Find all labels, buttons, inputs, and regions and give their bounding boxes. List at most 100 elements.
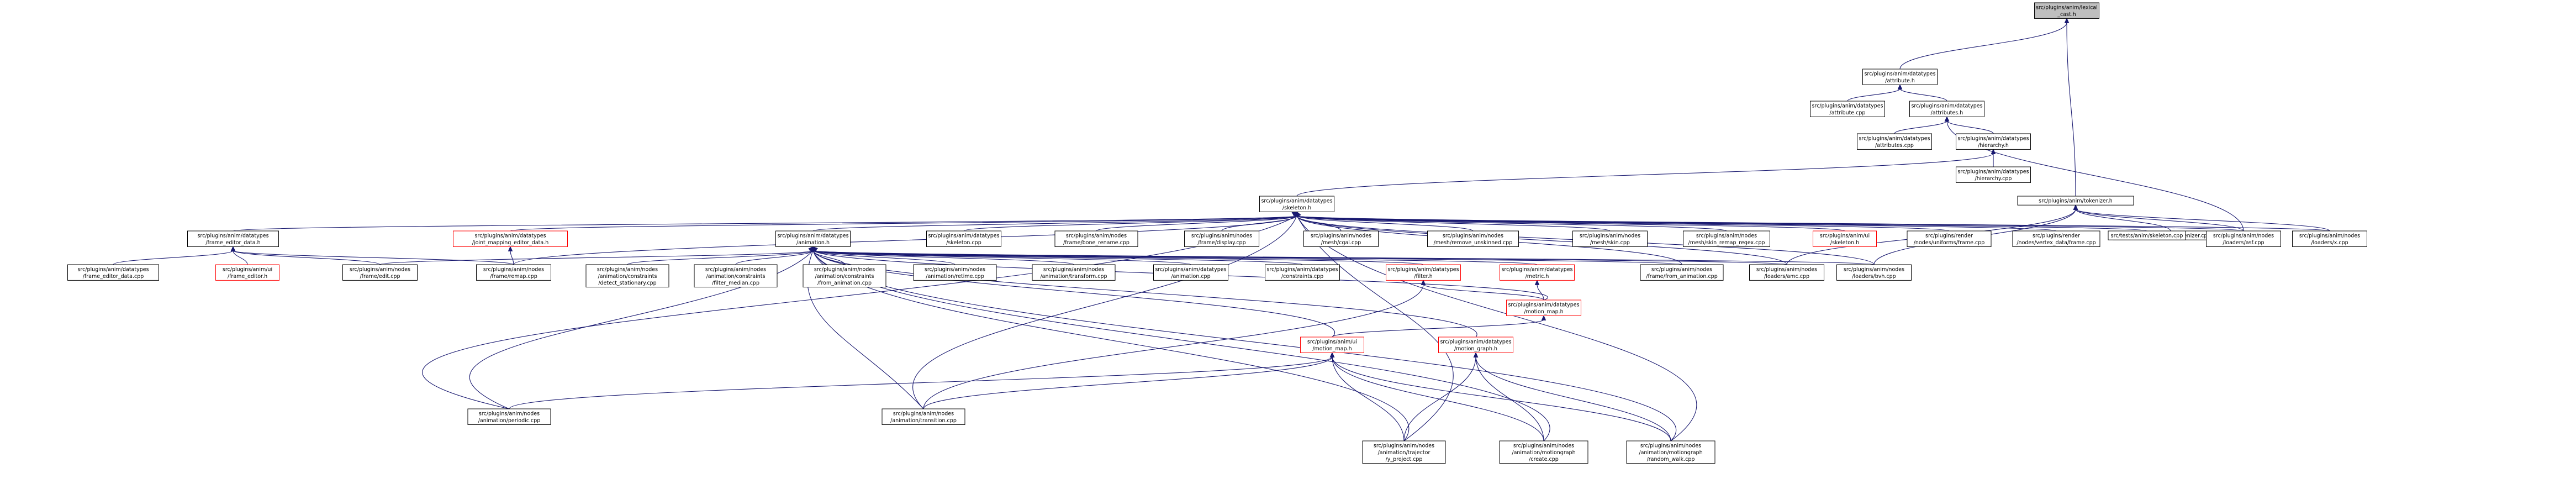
node-box[interactable] xyxy=(1907,230,1992,247)
node-skeleton-h[interactable]: src/plugins/anim/datatypes/skeleton.h xyxy=(1259,196,1334,212)
node-attribute-h[interactable]: src/plugins/anim/datatypes/attribute.h xyxy=(1862,69,1938,85)
node-box[interactable] xyxy=(1749,264,1824,281)
node-trajectory-project[interactable]: src/plugins/anim/nodes/animation/traject… xyxy=(1362,440,1446,464)
node-box[interactable] xyxy=(2206,230,2281,247)
node-loaders-bvh[interactable]: src/plugins/anim/nodes/loaders/bvh.cpp xyxy=(1836,264,1912,281)
node-mesh-remove-unskinned[interactable]: src/plugins/anim/nodes/mesh/remove_unski… xyxy=(1427,230,1519,247)
node-box[interactable] xyxy=(2017,196,2134,206)
node-box[interactable] xyxy=(1500,264,1575,281)
node-loaders-x[interactable]: src/plugins/anim/nodes/loaders/x.cpp xyxy=(2292,230,2367,247)
node-box[interactable] xyxy=(1265,264,1340,281)
node-frame-editor-data-h[interactable]: src/plugins/anim/datatypes/frame_editor_… xyxy=(187,230,279,247)
node-box[interactable] xyxy=(1683,230,1770,247)
node-constraints-cpp[interactable]: src/plugins/anim/datatypes/constraints.c… xyxy=(1265,264,1340,281)
node-loaders-asf[interactable]: src/plugins/anim/nodes/loaders/asf.cpp xyxy=(2206,230,2281,247)
node-hierarchy-cpp[interactable]: src/plugins/anim/datatypes/hierarchy.cpp xyxy=(1956,166,2031,183)
node-box[interactable] xyxy=(187,230,279,247)
node-anim-periodic[interactable]: src/plugins/anim/nodes/animation/periodi… xyxy=(467,408,551,425)
node-frame-edit[interactable]: src/plugins/anim/nodes/frame/edit.cpp xyxy=(342,264,418,281)
node-anim-transform[interactable]: src/plugins/anim/nodes/animation/transfo… xyxy=(1032,264,1116,281)
node-label: src/plugins/anim/nodes xyxy=(1311,233,1371,239)
node-box[interactable] xyxy=(1956,166,2031,183)
node-random-walk[interactable]: src/plugins/anim/nodes/animation/motiong… xyxy=(1626,440,1715,464)
node-box[interactable] xyxy=(1153,264,1228,281)
node-box[interactable] xyxy=(467,408,551,425)
node-bone-rename[interactable]: src/plugins/anim/nodes/frame/bone_rename… xyxy=(1054,230,1138,247)
node-anim-transition[interactable]: src/plugins/anim/nodes/animation/transit… xyxy=(881,408,965,425)
node-box[interactable] xyxy=(926,230,1001,247)
node-box[interactable] xyxy=(1909,101,1984,117)
node-box[interactable] xyxy=(1427,230,1519,247)
node-joint-mapping-editor-data-h[interactable]: src/plugins/anim/datatypes/joint_mapping… xyxy=(453,230,568,247)
node-filter-median[interactable]: src/plugins/anim/nodes/animation/constra… xyxy=(694,264,778,288)
node-tokenizer-h[interactable]: src/plugins/anim/tokenizer.h xyxy=(2017,196,2134,206)
node-box[interactable] xyxy=(1506,299,1581,316)
node-box[interactable] xyxy=(1184,230,1259,247)
node-box[interactable] xyxy=(1836,264,1912,281)
node-metric-h[interactable]: src/plugins/anim/datatypes/metric.h xyxy=(1500,264,1575,281)
node-mesh-cgal[interactable]: src/plugins/anim/nodes/mesh/cgal.cpp xyxy=(1303,230,1379,247)
node-skin-remap-regex[interactable]: src/plugins/anim/nodes/mesh/skin_remap_r… xyxy=(1683,230,1770,247)
node-box[interactable] xyxy=(1362,440,1446,464)
node-label: /animation/periodic.cpp xyxy=(478,418,541,424)
node-box[interactable] xyxy=(1813,230,1877,247)
node-attribute-cpp[interactable]: src/plugins/anim/datatypes/attribute.cpp xyxy=(1810,101,1885,117)
node-box[interactable] xyxy=(913,264,997,281)
node-skeleton-cpp[interactable]: src/plugins/anim/datatypes/skeleton.cpp xyxy=(926,230,1001,247)
node-frame-from-animation[interactable]: src/plugins/anim/nodes/frame/from_animat… xyxy=(1640,264,1724,281)
node-label: src/plugins/anim/datatypes xyxy=(1812,103,1883,109)
node-box[interactable] xyxy=(453,230,568,247)
node-mesh-skin[interactable]: src/plugins/anim/nodes/mesh/skin.cpp xyxy=(1572,230,1648,247)
node-box[interactable] xyxy=(1032,264,1116,281)
node-box[interactable] xyxy=(215,264,279,281)
node-box[interactable] xyxy=(1259,196,1334,212)
node-box[interactable] xyxy=(1626,440,1715,464)
node-ui-frame-editor-h[interactable]: src/plugins/anim/ui/frame_editor.h xyxy=(215,264,279,281)
node-frame-display[interactable]: src/plugins/anim/nodes/frame/display.cpp xyxy=(1184,230,1259,247)
node-motion-map-h[interactable]: src/plugins/anim/datatypes/motion_map.h xyxy=(1506,299,1581,316)
node-box[interactable] xyxy=(2012,230,2100,247)
node-box[interactable] xyxy=(1054,230,1138,247)
node-box[interactable] xyxy=(1499,440,1588,464)
node-frame-remap[interactable]: src/plugins/anim/nodes/frame/remap.cpp xyxy=(476,264,551,281)
node-retime[interactable]: src/plugins/anim/nodes/animation/retime.… xyxy=(913,264,997,281)
node-attributes-h[interactable]: src/plugins/anim/datatypes/attributes.h xyxy=(1909,101,1984,117)
node-motion-graph-h[interactable]: src/plugins/anim/datatypes/motion_graph.… xyxy=(1438,336,1513,353)
node-box[interactable] xyxy=(1810,101,1885,117)
node-box[interactable] xyxy=(881,408,965,425)
node-tests-skeleton[interactable]: src/tests/anim/skeleton.cpp xyxy=(2108,230,2186,240)
node-box[interactable] xyxy=(775,230,851,247)
node-detect-stationary[interactable]: src/plugins/anim/nodes/animation/constra… xyxy=(585,264,669,288)
node-box[interactable] xyxy=(1857,133,1932,150)
node-ui-skeleton-h[interactable]: src/plugins/anim/ui/skeleton.h xyxy=(1813,230,1877,247)
node-box[interactable] xyxy=(2292,230,2367,247)
node-box[interactable] xyxy=(1862,69,1938,85)
node-box[interactable] xyxy=(67,264,159,281)
node-render-vertex-data-frame[interactable]: src/plugins/render/nodes/vertex_data/fra… xyxy=(2012,230,2100,247)
node-ui-motion-map-h[interactable]: src/plugins/anim/ui/motion_map.h xyxy=(1300,336,1364,353)
node-filter-h[interactable]: src/plugins/anim/datatypes/filter.h xyxy=(1386,264,1461,281)
node-hierarchy-h[interactable]: src/plugins/anim/datatypes/hierarchy.h xyxy=(1956,133,2031,150)
node-box[interactable] xyxy=(585,264,669,288)
node-box[interactable] xyxy=(1572,230,1648,247)
node-box[interactable] xyxy=(342,264,418,281)
node-loaders-amc[interactable]: src/plugins/anim/nodes/loaders/amc.cpp xyxy=(1749,264,1824,281)
node-frame-editor-data-cpp[interactable]: src/plugins/anim/datatypes/frame_editor_… xyxy=(67,264,159,281)
node-box[interactable] xyxy=(2108,230,2186,240)
node-animation-cpp[interactable]: src/plugins/anim/datatypes/animation.cpp xyxy=(1153,264,1228,281)
node-box[interactable] xyxy=(476,264,551,281)
node-box[interactable] xyxy=(694,264,778,288)
node-box[interactable] xyxy=(1438,336,1513,353)
node-animation-h[interactable]: src/plugins/anim/datatypes/animation.h xyxy=(775,230,851,247)
node-box[interactable] xyxy=(1303,230,1379,247)
node-box[interactable] xyxy=(1386,264,1461,281)
node-box[interactable] xyxy=(1300,336,1364,353)
node-from-animation-constraints[interactable]: src/plugins/anim/nodes/animation/constra… xyxy=(803,264,886,288)
arrowhead-loaders_bvh-to-tokenizer_h xyxy=(2073,204,2078,210)
node-attributes-cpp[interactable]: src/plugins/anim/datatypes/attributes.cp… xyxy=(1857,133,1932,150)
node-box[interactable] xyxy=(1640,264,1724,281)
node-motiongraph-create[interactable]: src/plugins/anim/nodes/animation/motiong… xyxy=(1499,440,1588,464)
node-render-uniforms-frame[interactable]: src/plugins/render/nodes/uniforms/frame.… xyxy=(1907,230,1992,247)
node-box[interactable] xyxy=(803,264,886,288)
node-box[interactable] xyxy=(1956,133,2031,150)
